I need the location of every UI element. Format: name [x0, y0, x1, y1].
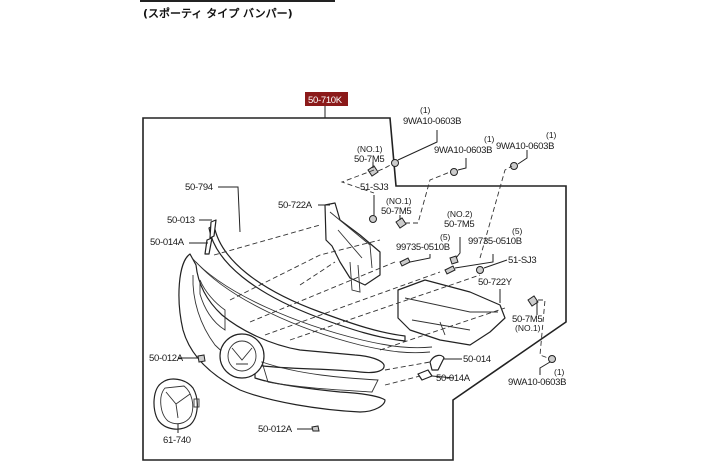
svg-text:50-012A: 50-012A: [149, 353, 184, 364]
svg-text:(NO.1): (NO.1): [357, 144, 383, 154]
svg-text:(NO.1): (NO.1): [386, 196, 412, 206]
svg-text:50-014A: 50-014A: [150, 237, 185, 248]
part-label-50-014[interactable]: 50-014: [463, 354, 491, 365]
part-label-50-7m5-c[interactable]: (NO.2) 50-7M5: [444, 209, 475, 230]
part-label-50-012a-left[interactable]: 50-012A: [149, 353, 184, 364]
emblem-61-740: [153, 378, 200, 430]
bracket-50-722y: [397, 279, 506, 346]
svg-text:9WA10-0603B: 9WA10-0603B: [496, 141, 554, 152]
part-label-50-013[interactable]: 50-013: [167, 215, 195, 226]
svg-text:99735-0510B: 99735-0510B: [396, 242, 450, 253]
svg-text:(5): (5): [512, 226, 523, 236]
nut-9wa10-d: [548, 355, 556, 363]
svg-text:50-012A: 50-012A: [258, 424, 293, 435]
svg-text:50-7M5: 50-7M5: [381, 206, 411, 217]
svg-text:99735-0510B: 99735-0510B: [468, 236, 522, 247]
svg-text:(1): (1): [546, 130, 557, 140]
part-label-50-722y[interactable]: 50-722Y: [478, 277, 513, 288]
nut-51-sj3-b: [476, 266, 484, 274]
screw-99735-b: [444, 265, 456, 275]
part-label-50-7m5-a[interactable]: (NO.1) 50-7M5: [354, 144, 385, 165]
svg-text:(NO.2): (NO.2): [447, 209, 473, 219]
part-label-9wa10-a[interactable]: (1) 9WA10-0603B: [403, 105, 461, 127]
grille-body: [178, 253, 433, 413]
clip-50-014: [429, 354, 445, 371]
clip-50-014a-right: [417, 369, 433, 381]
part-label-9wa10-b[interactable]: (1) 9WA10-0603B: [434, 134, 495, 156]
svg-text:9WA10-0603B: 9WA10-0603B: [508, 377, 566, 388]
part-label-50-794[interactable]: 50-794: [185, 182, 213, 193]
assembly-outline: [142, 117, 567, 461]
svg-text:50-722Y: 50-722Y: [478, 277, 513, 288]
svg-text:50-014: 50-014: [463, 354, 491, 365]
svg-text:(1): (1): [420, 105, 431, 115]
part-label-50-7m5-d[interactable]: 50-7M5 (NO.1): [512, 314, 543, 333]
part-label-9wa10-d[interactable]: (1) 9WA10-0603B: [508, 367, 566, 388]
leader-lines: [177, 130, 551, 433]
nut-9wa10-a: [391, 159, 399, 167]
svg-text:(1): (1): [484, 134, 495, 144]
svg-text:50-722A: 50-722A: [278, 200, 313, 211]
clip-50-7m5-d: [527, 295, 539, 307]
part-label-51-sj3-a[interactable]: 51-SJ3: [360, 182, 389, 193]
clip-50-012a-a: [197, 354, 206, 363]
clip-50-7m5-a: [367, 165, 379, 177]
nut-9wa10-c: [510, 162, 518, 170]
svg-text:50-794: 50-794: [185, 182, 213, 193]
part-label-50-012a-bottom[interactable]: 50-012A: [258, 424, 293, 435]
svg-text:50-013: 50-013: [167, 215, 195, 226]
svg-text:50-7M5: 50-7M5: [512, 314, 542, 325]
svg-text:(NO.1): (NO.1): [515, 323, 541, 333]
clip-50-7m5-b: [395, 217, 407, 229]
part-label-99735-a[interactable]: (5) 99735-0510B: [396, 232, 451, 253]
clip-50-012a-b: [311, 425, 320, 432]
bracket-50-722a: [324, 202, 381, 293]
molding-50-794: [208, 224, 406, 342]
svg-text:51-SJ3: 51-SJ3: [508, 255, 536, 266]
part-label-51-sj3-b[interactable]: 51-SJ3: [508, 255, 537, 266]
part-label-61-740[interactable]: 61-740: [163, 435, 191, 446]
screw-99735-a: [399, 257, 411, 267]
part-label-9wa10-c[interactable]: (1) 9WA10-0603B: [496, 130, 557, 152]
part-label-50-722a[interactable]: 50-722A: [278, 200, 313, 211]
part-label-50-014a-right[interactable]: 50-014A: [436, 373, 471, 384]
assembly-part-label[interactable]: 50-710K: [305, 92, 348, 106]
svg-text:50-7M5: 50-7M5: [444, 219, 474, 230]
part-label-99735-b[interactable]: (5) 99735-0510B: [468, 226, 523, 247]
clip-50-013: [209, 219, 217, 239]
svg-text:9WA10-0603B: 9WA10-0603B: [434, 145, 492, 156]
svg-text:61-740: 61-740: [163, 435, 191, 446]
assembly-part-number[interactable]: 50-710K: [308, 95, 343, 106]
svg-text:51-SJ3: 51-SJ3: [360, 182, 388, 193]
clip-50-014a-left: [204, 237, 213, 255]
svg-text:9WA10-0603B: 9WA10-0603B: [403, 116, 461, 127]
svg-text:50-014A: 50-014A: [436, 373, 471, 384]
assembly-lines: [213, 163, 549, 386]
svg-text:(1): (1): [554, 367, 565, 377]
part-label-50-7m5-b[interactable]: (NO.1) 50-7M5: [381, 196, 412, 217]
svg-text:50-7M5: 50-7M5: [354, 154, 384, 165]
nut-51-sj3-a: [369, 215, 377, 223]
svg-text:(5): (5): [440, 232, 451, 242]
header-subtitle: (スポーティ タイプ バンパー): [143, 6, 293, 20]
nut-9wa10-b: [450, 168, 458, 176]
part-label-50-014a-left[interactable]: 50-014A: [150, 237, 185, 248]
